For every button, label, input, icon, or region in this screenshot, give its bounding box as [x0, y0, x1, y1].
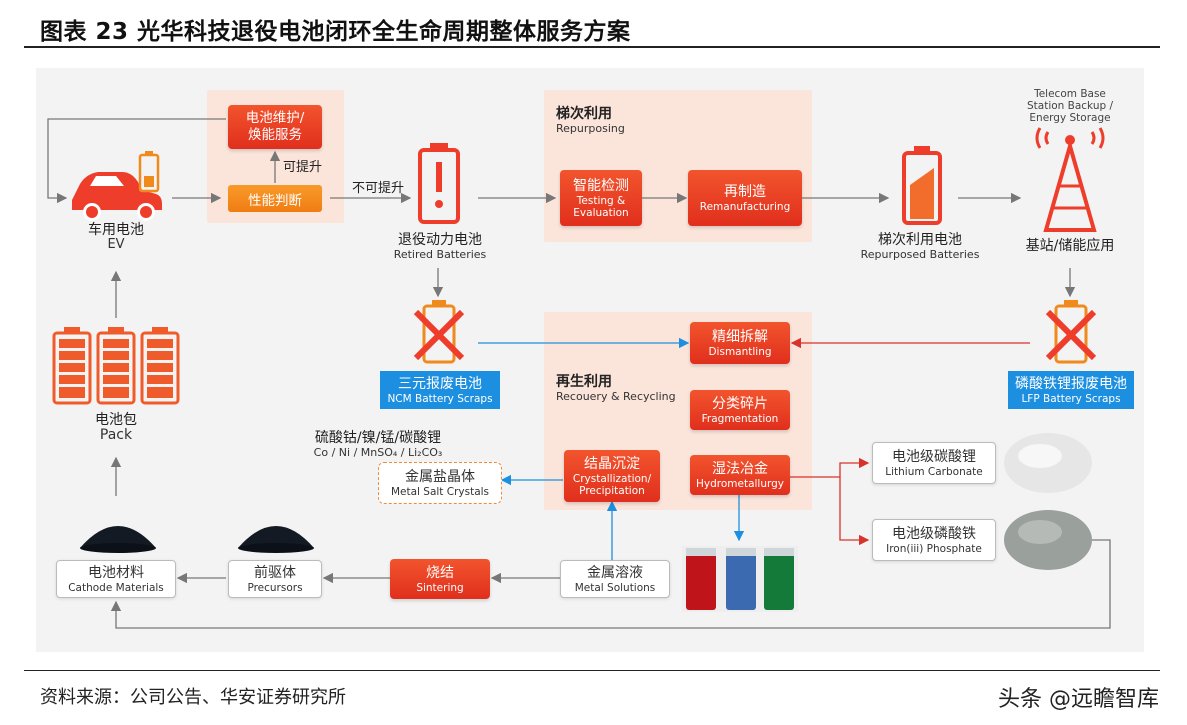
repurposed-batteries-en: Repurposed Batteries	[860, 248, 980, 261]
metal-salt-crystals-box: 金属盐晶体 Metal Salt Crystals	[378, 462, 502, 504]
sulfates-en: Co / Ni / MnSO₄ / Li₂CO₃	[313, 446, 443, 459]
fragmentation-zh: 分类碎片	[712, 395, 768, 412]
testing-en: Testing & Evaluation	[573, 194, 629, 219]
recycling-heading-zh: 再生利用	[556, 374, 612, 390]
hydro-zh: 湿法冶金	[712, 460, 768, 477]
figure-title: 图表 23 光华科技退役电池闭环全生命周期整体服务方案	[40, 19, 631, 45]
fragmentation-en: Fragmentation	[701, 412, 779, 425]
top-rule	[24, 46, 1160, 48]
battery-maintenance-box: 电池维护/ 焕能服务	[228, 105, 322, 149]
crystallization-box: 结晶沉淀 Crystallization/ Precipitation	[564, 450, 660, 502]
recycling-heading: 再生利用 Recouery & Recycling	[556, 374, 676, 403]
metal-salt-en: Metal Salt Crystals	[390, 485, 490, 498]
ev-label-en: EV	[107, 237, 125, 252]
lfp-en: LFP Battery Scraps	[1021, 392, 1121, 405]
performance-check-label: 性能判断	[248, 192, 302, 209]
ev-label: 车用电池 EV	[76, 222, 156, 251]
repurposed-batteries-zh: 梯次利用电池	[878, 232, 962, 248]
dismantling-en: Dismantling	[708, 345, 772, 358]
precursors-zh: 前驱体	[254, 564, 296, 581]
lithium-carbonate-en: Lithium Carbonate	[885, 465, 983, 478]
retired-batteries-zh: 退役动力电池	[398, 232, 482, 248]
ncm-scraps-box: 三元报废电池 NCM Battery Scraps	[380, 371, 500, 409]
hydro-en: Hydrometallurgy	[695, 477, 785, 490]
repurposed-batteries-label: 梯次利用电池 Repurposed Batteries	[858, 232, 982, 261]
cannot-upgrade-label: 不可提升	[352, 181, 405, 196]
dismantling-zh: 精细拆解	[712, 328, 768, 345]
sintering-en: Sintering	[416, 581, 464, 594]
lfp-scraps-box: 磷酸铁锂报废电池 LFP Battery Scraps	[1008, 371, 1134, 409]
lfp-zh: 磷酸铁锂报废电池	[1015, 375, 1127, 392]
can-upgrade-label: 可提升	[283, 160, 323, 175]
ncm-zh: 三元报废电池	[398, 375, 482, 392]
ev-label-zh: 车用电池	[88, 222, 144, 238]
repurposing-heading-zh: 梯次利用	[556, 106, 612, 122]
sintering-zh: 烧结	[426, 564, 454, 581]
retired-batteries-label: 退役动力电池 Retired Batteries	[385, 232, 495, 261]
pack-label: 电池包 Pack	[76, 412, 156, 443]
remanufacturing-box: 再制造 Remanufacturing	[688, 170, 802, 226]
fragmentation-box: 分类碎片 Fragmentation	[690, 390, 790, 430]
precursors-en: Precursors	[247, 581, 303, 594]
repurposing-heading-en: Repurposing	[556, 122, 625, 135]
telecom-zh: 基站/储能应用	[1025, 238, 1115, 254]
precursors-box: 前驱体 Precursors	[228, 560, 322, 598]
remanufacturing-en: Remanufacturing	[699, 200, 791, 213]
ncm-en: NCM Battery Scraps	[387, 392, 493, 405]
hydrometallurgy-box: 湿法冶金 Hydrometallurgy	[690, 455, 790, 495]
crystallization-en: Crystallization/ Precipitation	[572, 472, 652, 497]
performance-check-box: 性能判断	[228, 185, 322, 212]
cathode-materials-box: 电池材料 Cathode Materials	[56, 560, 176, 598]
lithium-carbonate-box: 电池级碳酸锂 Lithium Carbonate	[872, 442, 996, 484]
source-note: 资料来源：公司公告、华安证券研究所	[40, 687, 346, 708]
lithium-carbonate-zh: 电池级碳酸锂	[892, 448, 976, 465]
retired-batteries-en: Retired Batteries	[393, 248, 487, 261]
pack-en: Pack	[99, 427, 133, 443]
battery-maintenance-label: 电池维护/ 焕能服务	[245, 110, 305, 143]
iron-phosphate-zh: 电池级磷酸铁	[892, 525, 976, 542]
sulfates-label: 硫酸钴/镍/锰/碳酸锂 Co / Ni / MnSO₄ / Li₂CO₃	[290, 430, 466, 459]
testing-evaluation-box: 智能检测 Testing & Evaluation	[560, 170, 642, 226]
crystallization-zh: 结晶沉淀	[584, 455, 640, 472]
sulfates-zh: 硫酸钴/镍/锰/碳酸锂	[314, 430, 442, 446]
remanufacturing-zh: 再制造	[724, 183, 766, 200]
dismantling-box: 精细拆解 Dismantling	[690, 322, 790, 364]
metal-salt-zh: 金属盐晶体	[405, 468, 475, 485]
bottom-rule	[24, 670, 1160, 671]
recycling-heading-en: Recouery & Recycling	[556, 390, 676, 403]
cathode-en: Cathode Materials	[68, 581, 164, 594]
telecom-caption: Telecom Base Station Backup / Energy Sto…	[1026, 88, 1114, 124]
iron-phosphate-box: 电池级磷酸铁 Iron(iii) Phosphate	[872, 519, 996, 561]
watermark: 头条 @远瞻智库	[998, 687, 1159, 712]
testing-zh: 智能检测	[573, 177, 629, 194]
pack-zh: 电池包	[95, 412, 137, 428]
cathode-zh: 电池材料	[88, 564, 144, 581]
repurposing-heading: 梯次利用 Repurposing	[556, 106, 625, 135]
sintering-box: 烧结 Sintering	[390, 559, 490, 599]
metal-solutions-zh: 金属溶液	[587, 564, 643, 581]
iron-phosphate-en: Iron(iii) Phosphate	[886, 542, 982, 555]
metal-solutions-box: 金属溶液 Metal Solutions	[560, 560, 670, 598]
metal-solutions-en: Metal Solutions	[574, 581, 656, 594]
telecom-label: 基站/储能应用	[1020, 238, 1120, 255]
